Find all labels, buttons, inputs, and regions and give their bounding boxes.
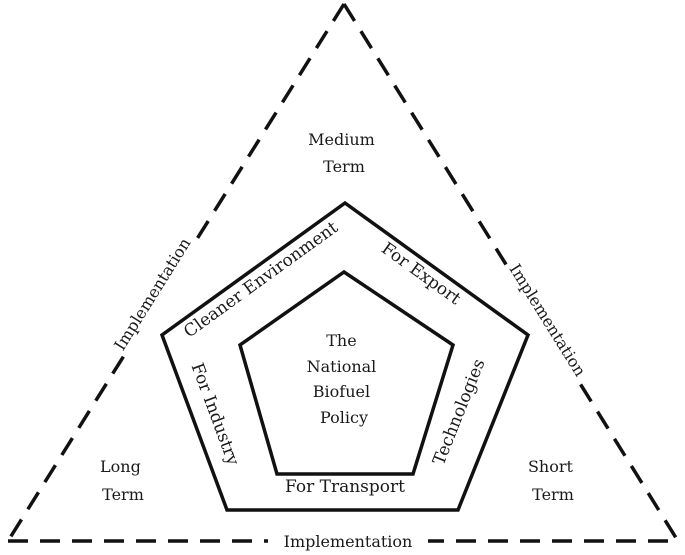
for-transport-label: For Transport [285,477,405,497]
for-industry-label: For Industry [187,360,243,468]
short-term-line-2: Term [532,485,574,504]
cleaner-environment-label: Cleaner Environment [180,218,342,342]
center-policy-label: The National Biofuel Policy [307,331,382,427]
long-term-line-2: Term [102,485,144,504]
short-term-label: Short Term [528,457,578,504]
implementation-bottom-bg [268,530,428,552]
medium-term-line-1: Medium [308,130,375,149]
long-term-label: Long Term [100,457,146,504]
for-export-label: For Export [377,239,464,310]
medium-term-line-2: Term [323,157,365,176]
triangle-left-edge [6,3,346,542]
implementation-left-bg [113,230,201,352]
inner-pentagon [237,269,456,476]
triangle-right-edge [342,3,680,542]
implementation-right-bg [499,257,587,379]
outer-pentagon [159,200,531,512]
implementation-left-label: Implementation [110,234,194,353]
medium-term-label: Medium Term [308,130,380,176]
implementation-bottom-label: Implementation [284,532,413,551]
center-line-4: Policy [320,408,368,427]
center-line-2: National [307,357,377,376]
short-term-line-1: Short [528,457,574,476]
center-line-1: The [326,331,356,350]
center-line-3: Biofuel [313,382,370,401]
long-term-line-1: Long [100,457,141,476]
